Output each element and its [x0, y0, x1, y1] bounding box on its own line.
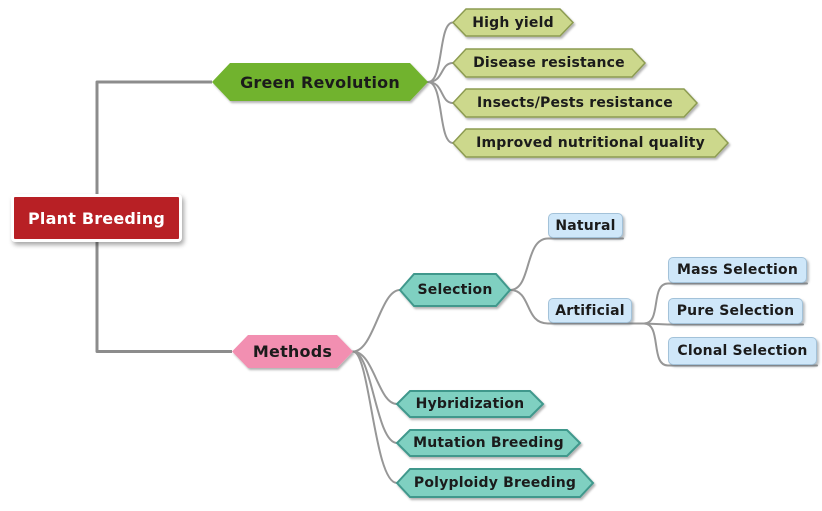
node-clonal-selection: Clonal Selection [668, 337, 817, 365]
link-root-to-green-revolution [95, 80, 212, 194]
link-methods-to-selection [352, 289, 401, 353]
hexagon-polyploidy-breeding [395, 468, 595, 498]
link-selection-to-artificial [509, 289, 645, 325]
hexagon-selection [398, 273, 512, 307]
node-hybridization-label: Hybridization [415, 396, 525, 412]
link-artificial-to-mass-selection [643, 282, 808, 325]
connector-group [95, 21, 818, 484]
node-mass-selection: Mass Selection [668, 257, 807, 283]
hexagon-insects-pests [451, 88, 699, 118]
node-high-yield-label: High yield [472, 14, 554, 31]
link-green-revolution-to-insects-pests [427, 81, 454, 104]
hexagon-hybridization [395, 390, 545, 418]
link-methods-to-polyploidy-breeding [352, 350, 398, 484]
link-selection-to-natural [509, 237, 624, 291]
node-selection-label: Selection [417, 282, 493, 298]
hexagon-green-revolution [212, 63, 428, 101]
node-disease-resistance-label: Disease resistance [473, 55, 625, 71]
link-root-to-methods [95, 242, 232, 353]
hexagon-improved-quality [451, 128, 730, 158]
node-artificial: Artificial [548, 298, 632, 323]
hexagon-methods [232, 335, 353, 368]
hexagon-high-yield [451, 8, 575, 37]
node-insects-pests-label: Insects/Pests resistance [477, 95, 673, 111]
link-methods-to-mutation-breeding [352, 350, 398, 444]
link-green-revolution-to-disease-resistance [427, 62, 454, 83]
hexagon-mutation-breeding [395, 429, 582, 457]
node-improved-quality-label: Improved nutritional quality [476, 135, 705, 151]
link-artificial-to-pure-selection [643, 322, 804, 326]
link-green-revolution-to-high-yield [427, 21, 454, 83]
node-polyploidy-breeding-label: Polyploidy Breeding [413, 475, 577, 491]
node-methods-label: Methods [252, 342, 333, 361]
node-pure-selection: Pure Selection [668, 298, 803, 324]
node-shape-group [212, 8, 730, 498]
node-green-revolution-label: Green Revolution [240, 72, 400, 92]
node-plant-breeding: Plant Breeding [11, 194, 182, 242]
link-methods-to-hybridization [352, 350, 398, 405]
hexagon-disease-resistance [451, 48, 647, 78]
link-artificial-to-clonal-selection [643, 322, 818, 367]
link-green-revolution-to-improved-quality [427, 81, 454, 144]
node-natural: Natural [548, 213, 623, 238]
node-mutation-breeding-label: Mutation Breeding [413, 435, 564, 451]
